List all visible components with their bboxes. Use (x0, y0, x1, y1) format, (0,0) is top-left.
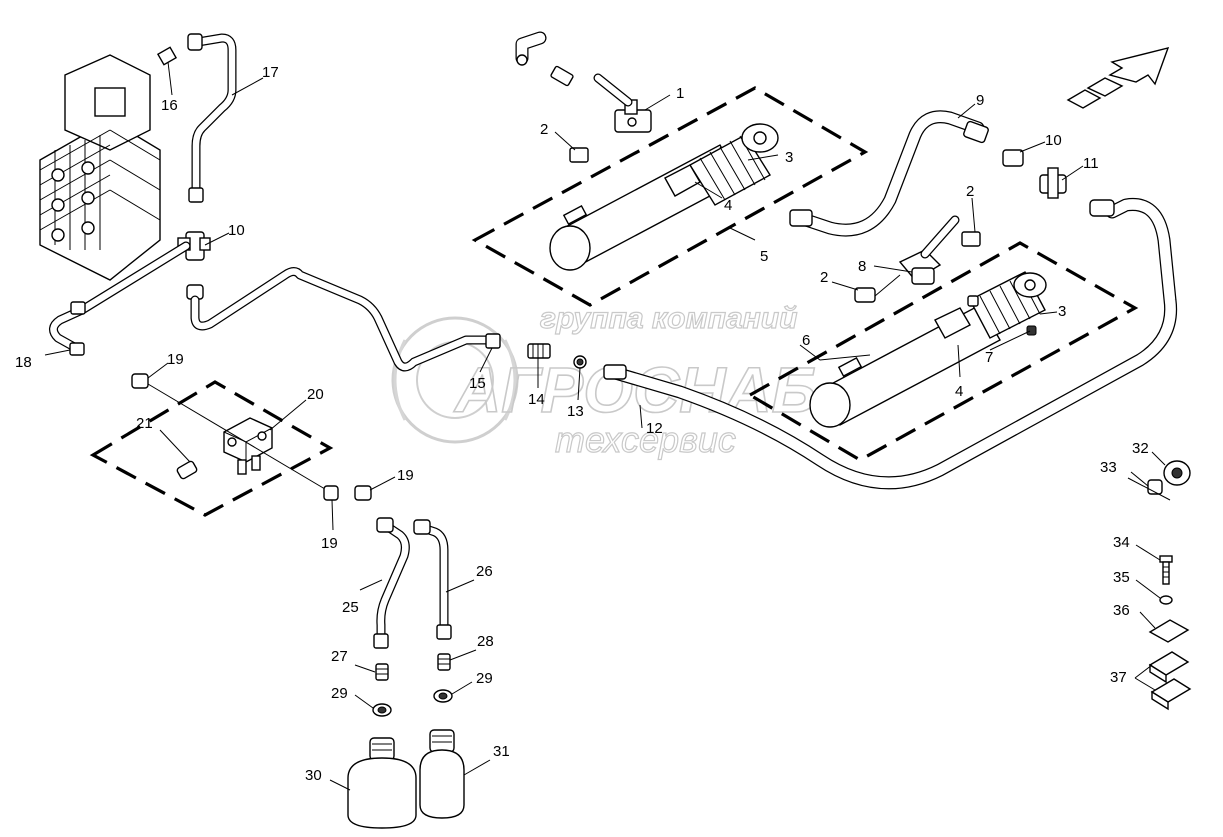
hose-top-left (515, 31, 574, 87)
direction-arrow-icon (1066, 47, 1170, 109)
fitting-16 (156, 33, 203, 66)
callout-29: 29 (331, 685, 348, 702)
accumulator-31 (419, 729, 465, 819)
callout-5: 5 (760, 248, 768, 265)
callout-13: 13 (567, 403, 584, 420)
ball-valve-1 (593, 73, 652, 133)
group-box-upper-cylinder (471, 86, 869, 307)
bolt-34 (1159, 555, 1173, 585)
callout-26: 26 (476, 563, 493, 580)
callout-1: 1 (676, 85, 684, 102)
hose-12 (603, 197, 1178, 490)
leader-lines (44, 61, 1166, 791)
washer-29-right-hole (438, 692, 448, 700)
callout-11: 11 (1083, 155, 1099, 172)
callout-10: 10 (228, 222, 245, 239)
plug-21 (176, 460, 198, 480)
group-box-lower-cylinder (746, 241, 1139, 462)
fitting-19-right (354, 485, 372, 501)
callout-27: 27 (331, 648, 348, 665)
fitting-27 (375, 663, 389, 681)
hose-9 (789, 110, 989, 237)
ball-valve-8 (898, 215, 960, 285)
tube-26 (413, 519, 452, 640)
callout-2: 2 (820, 269, 828, 286)
group-box-block (89, 380, 334, 517)
tee-fitting-11 (1039, 167, 1067, 199)
callout-2: 2 (540, 121, 548, 138)
callout-12: 12 (646, 420, 663, 437)
tube-25 (373, 517, 410, 649)
callout-19: 19 (167, 351, 184, 368)
hose-end-right (1089, 199, 1115, 217)
nut-tube-17 (188, 187, 204, 203)
hydraulic-cylinder-lower (809, 271, 1047, 428)
callout-19: 19 (397, 467, 414, 484)
nut-2-middle (961, 231, 981, 247)
callout-6: 6 (802, 332, 810, 349)
manifold-block-20 (223, 417, 273, 475)
callout-28: 28 (477, 633, 494, 650)
plate-36 (1148, 619, 1190, 643)
callout-33: 33 (1100, 459, 1117, 476)
axis-line-33 (1127, 477, 1171, 501)
fitting-19-center (323, 485, 339, 501)
tube-18 (49, 241, 191, 356)
watermark-line-2: АГРОСНАБ (453, 354, 817, 426)
callout-19: 19 (321, 535, 338, 552)
accumulator-30 (347, 737, 417, 829)
callout-14: 14 (528, 391, 545, 408)
callout-34: 34 (1113, 534, 1130, 551)
callout-15: 15 (469, 375, 486, 392)
callout-29: 29 (476, 670, 493, 687)
callout-7: 7 (985, 349, 993, 366)
washer-35 (1159, 595, 1173, 605)
nut-2-lower (854, 287, 876, 303)
callout-36: 36 (1113, 602, 1130, 619)
washer-29-left-hole (377, 706, 387, 714)
axis-line-block (147, 383, 331, 493)
callout-2: 2 (966, 183, 974, 200)
main-pressure-tube (190, 267, 497, 372)
callout-16: 16 (161, 97, 178, 114)
hydraulic-cylinder-upper (549, 123, 779, 271)
callout-4: 4 (724, 197, 732, 214)
callout-8: 8 (858, 258, 866, 275)
clamp-37 (1148, 651, 1192, 711)
control-valve-bank (39, 54, 161, 281)
nut-2-lower-leader (874, 274, 901, 297)
fitting-10-right (1002, 149, 1024, 167)
seal-13-core (576, 358, 584, 366)
watermark-line-3: техсервис (555, 419, 736, 460)
callout-9: 9 (976, 92, 984, 109)
fitting-28 (437, 653, 451, 671)
fitting-14 (527, 343, 551, 359)
fitting-15 (485, 333, 501, 349)
callout-20: 20 (307, 386, 324, 403)
callout-30: 30 (305, 767, 322, 784)
callout-4: 4 (955, 383, 963, 400)
callout-35: 35 (1113, 569, 1130, 586)
fitting-19-left (131, 373, 149, 389)
grease-nipple-7 (1026, 325, 1037, 336)
callout-21: 21 (136, 415, 153, 432)
nut-2-upper (569, 147, 589, 163)
callout-18: 18 (15, 354, 32, 371)
callout-10: 10 (1045, 132, 1062, 149)
tube-17 (191, 33, 237, 195)
callout-32: 32 (1132, 440, 1149, 457)
callout-3: 3 (785, 149, 793, 166)
callout-17: 17 (262, 64, 279, 81)
watermark: группа компаний АГРОСНАБ техсервис (391, 301, 818, 461)
callout-25: 25 (342, 599, 359, 616)
callouts: 1 2 3 4 5 9 10 11 2 8 2 3 6 7 4 17 16 10… (15, 64, 1149, 784)
callout-37: 37 (1110, 669, 1127, 686)
callout-3: 3 (1058, 303, 1066, 320)
callout-31: 31 (493, 743, 510, 760)
nut-32 (1163, 460, 1191, 486)
watermark-line-1: группа компаний (540, 302, 797, 335)
